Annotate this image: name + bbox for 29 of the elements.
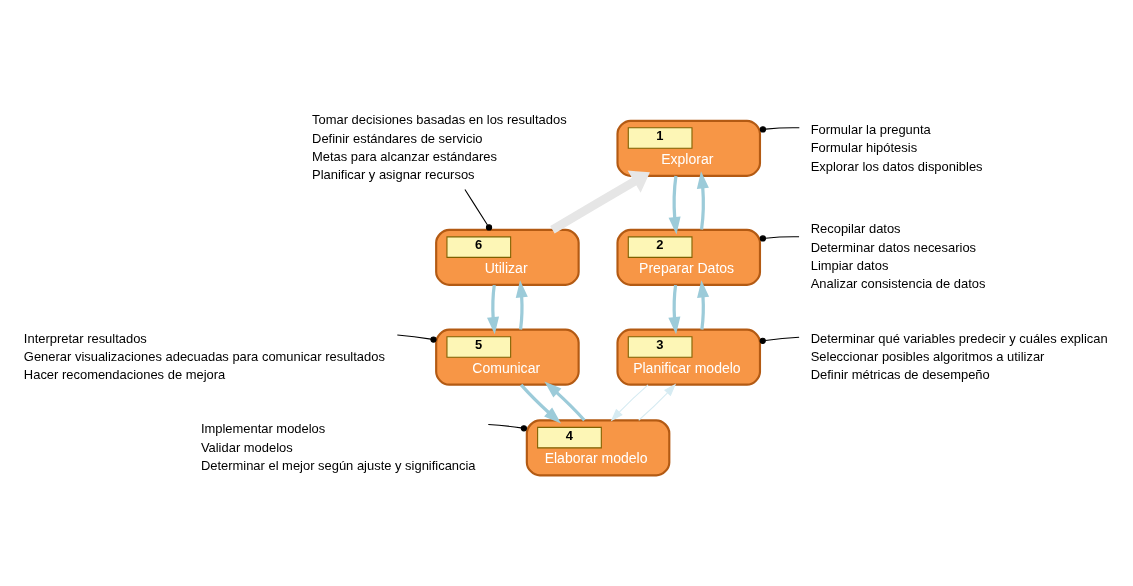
arrow [519,383,562,423]
connector [464,188,493,230]
connector [759,234,800,242]
arrow [610,383,649,421]
arrow [638,383,677,421]
node-box: 6 Utilizar [435,228,580,286]
node-box: 2 Preparar Datos [616,228,762,286]
connector [759,336,800,344]
node-text: Formular la pregunta Formular hipótesis Explorar los datos disponibles [810,121,983,174]
arrow [668,284,681,334]
connector [759,125,800,133]
node-text: Implementar modelos Validar modelos Determinar el mejor según ajuste y significancia [200,420,476,473]
node-box: 1 Explorar [616,119,762,177]
connector [487,423,527,431]
arrow [668,175,681,234]
arrow [487,284,500,334]
arrow [550,170,650,233]
node-text: Interpretar resultados Generar visualizaciones adecuadas para comunicar resultados Hacer recomendaciones de mejora [23,330,385,382]
node-text: Recopilar datos Determinar datos necesarios Limpiar datos Analizar consistencia de datos [810,220,986,291]
arrow [697,279,710,330]
arrow [544,381,586,421]
connector [396,334,437,343]
node-text: Determinar qué variables predecir y cuáles explican Seleccionar posibles algoritmos a utilizar Definir métricas de desempeño [810,330,1108,382]
node-box: 3 Planificar modelo [616,328,762,386]
node-box: 5 Comunicar [435,328,580,386]
node-box: 4 Elaborar modelo [525,418,671,476]
node-text: Tomar decisiones basadas en los resultados Definir estándares de servicio Metas para alcanzar estándares Planificar y asignar recursos [312,111,567,182]
arrow [696,170,709,230]
arrow [515,279,528,330]
